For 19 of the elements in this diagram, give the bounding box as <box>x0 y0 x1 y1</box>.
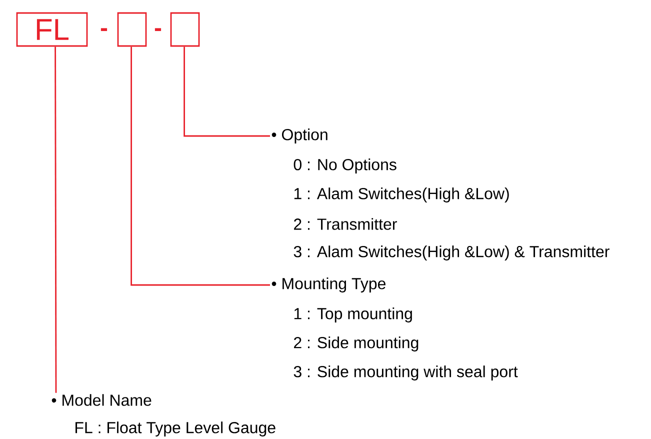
option-item: 3 : Side mounting with seal port <box>294 366 518 380</box>
code-box: FL <box>16 12 88 47</box>
option-item: 3 : Alam Switches(High &Low) & Transmitter <box>294 246 610 260</box>
section-heading: • Model Name <box>52 394 152 406</box>
option-item: 2 : Side mounting <box>294 336 418 352</box>
leader-line <box>130 46 270 286</box>
section-heading: • Mounting Type <box>272 278 386 292</box>
option-item: 2 : Transmitter <box>294 218 397 230</box>
leader-line <box>184 46 270 137</box>
option-item: FL : Float Type Level Gauge <box>76 422 276 436</box>
option-item: 1 : Alam Switches(High &Low) <box>294 188 509 202</box>
option-item: 1 : Top mounting <box>294 308 412 322</box>
dash-sign: - <box>100 28 108 32</box>
option-item: 0 : No Options <box>294 158 396 174</box>
section-heading: • Option <box>272 128 328 144</box>
code-box <box>117 12 147 47</box>
code-box <box>170 12 200 47</box>
leader-line <box>54 46 57 393</box>
dash-sign: - <box>154 28 162 32</box>
